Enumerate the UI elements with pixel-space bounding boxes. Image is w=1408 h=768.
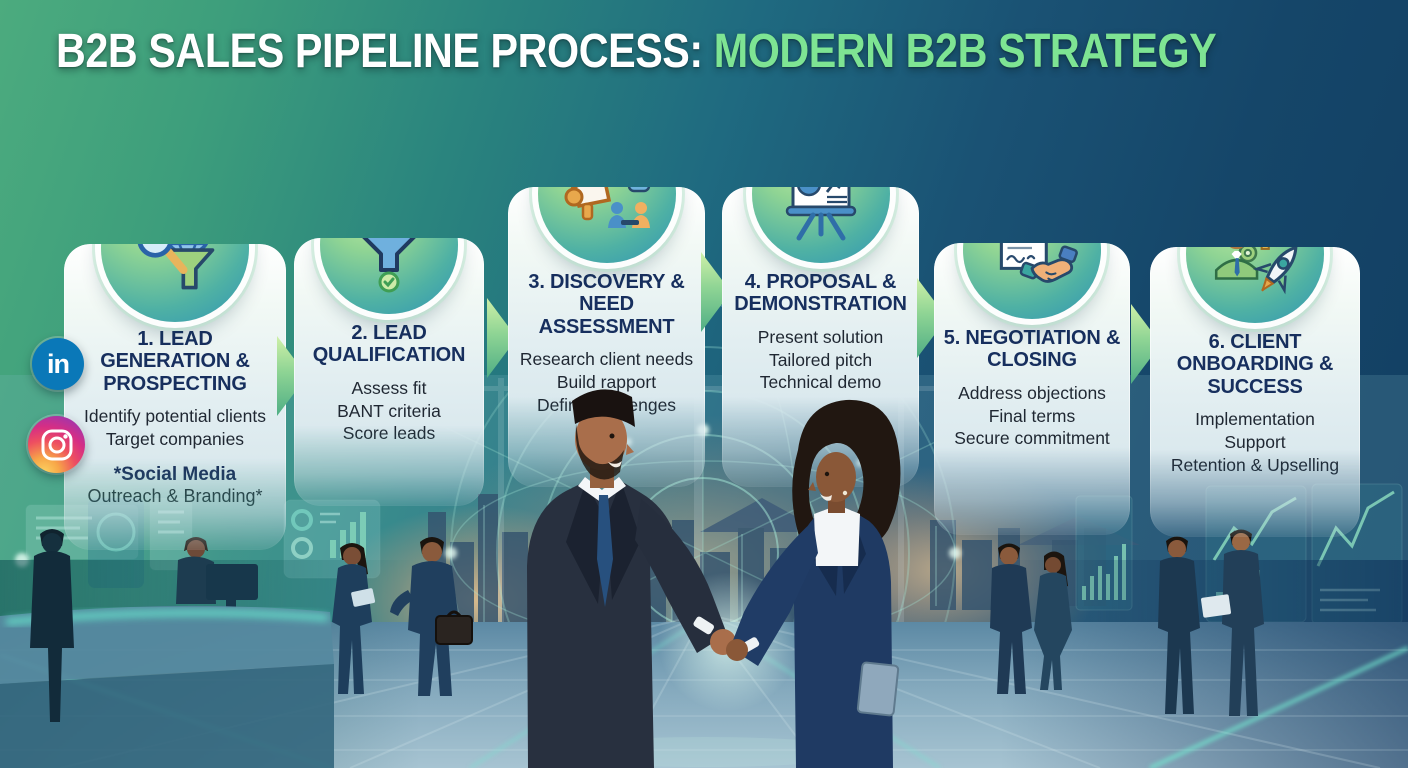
- stage-card-3: 3. DISCOVERY & NEED ASSESSMENT Research …: [508, 125, 705, 487]
- title-main: B2B SALES PIPELINE PROCESS:: [56, 25, 714, 78]
- stage-line: Build rapport: [556, 371, 657, 392]
- stage-line: Tailored pitch: [768, 349, 873, 370]
- linkedin-label: in: [47, 348, 70, 379]
- funnel-checkmarks-icon: [353, 197, 425, 293]
- title-highlight: MODERN B2B STRATEGY: [713, 25, 1217, 78]
- stage-5-icon-circle: CONTRACT: [963, 181, 1101, 319]
- stage-line: BANT criteria: [337, 400, 441, 421]
- stage-2-icon-circle: [320, 176, 458, 314]
- instagram-icon: [28, 416, 85, 473]
- stage-line: Score leads: [342, 423, 436, 444]
- stage-1-icon-circle: [101, 174, 249, 322]
- stage-line: Address objections: [958, 382, 1106, 403]
- presentation-charts-icon: [785, 149, 856, 241]
- stage-line: Retention & Upselling: [1170, 454, 1340, 475]
- megaphone-chat-meeting-icon: [564, 152, 650, 228]
- stage-line: Research client needs: [519, 349, 694, 370]
- stage-line: Target companies: [105, 428, 245, 449]
- stage-note: Outreach & Branding*: [87, 485, 263, 506]
- stage-title: 3. DISCOVERY & NEED ASSESSMENT: [528, 271, 685, 338]
- stage-line: Implementation: [1195, 409, 1315, 430]
- stage-card-2: 2. LEAD QUALIFICATION Assess fit BANT cr…: [294, 176, 484, 506]
- stage-line: Final terms: [988, 405, 1076, 426]
- contract-handshake-icon: CONTRACT: [994, 206, 1078, 283]
- stage-card-6: 6. CLIENT ONBOARDING & SUCCESS Implement…: [1150, 185, 1360, 537]
- stage-line: Secure commitment: [954, 428, 1110, 449]
- stage-6-icon-circle: [1186, 185, 1324, 323]
- stage-line: Identify potential clients: [84, 406, 266, 427]
- stage-line: Assess fit: [351, 377, 427, 398]
- stage-line: Present solution: [757, 326, 884, 347]
- stage-title: 5. NEGOTIATION & CLOSING: [943, 327, 1121, 372]
- stage-card-5: CONTRACT 5. NEGOTIATION & CLOSING Addres…: [934, 181, 1130, 535]
- stage-card-1: 1. LEAD GENERATION & PROSPECTING Identif…: [64, 174, 286, 550]
- stage-title: 2. LEAD QUALIFICATION: [312, 322, 466, 367]
- linkedin-icon: in: [32, 338, 84, 390]
- person-gears-rocket-icon: [1214, 209, 1298, 295]
- stage-line: Technical demo: [759, 372, 882, 393]
- stage-4-icon-circle: [751, 125, 890, 263]
- stage-line: Support: [1224, 431, 1286, 452]
- stage-title: 1. LEAD GENERATION & PROSPECTING: [100, 328, 250, 395]
- stage-note-bold: *Social Media: [113, 463, 237, 485]
- stage-line: Define challenges: [536, 394, 677, 415]
- stage-title: 4. PROPOSAL & DEMONSTRATION: [734, 271, 907, 316]
- stage-title: 6. CLIENT ONBOARDING & SUCCESS: [1176, 331, 1334, 398]
- contract-label: CONTRACT: [994, 214, 1047, 224]
- page-title: B2B SALES PIPELINE PROCESS: MODERN B2B S…: [56, 24, 1217, 79]
- instagram-camera-glyph: [41, 429, 72, 460]
- stage-card-4: 4. PROPOSAL & DEMONSTRATION Present solu…: [722, 125, 919, 487]
- magnifier-globe-funnel-icon: [137, 208, 215, 290]
- stage-3-icon-circle: [537, 125, 676, 263]
